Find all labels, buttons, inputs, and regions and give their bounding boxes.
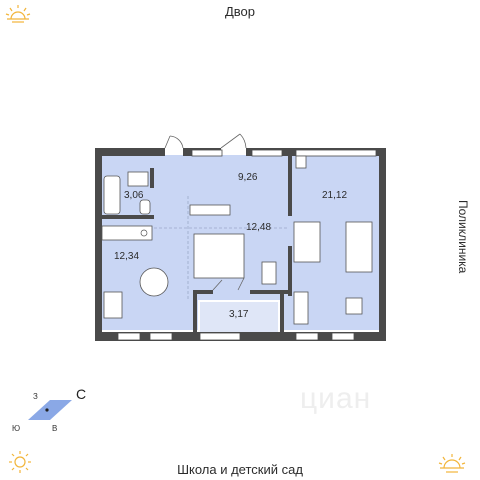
bathtub — [103, 175, 121, 215]
kitchen-counter — [101, 225, 153, 241]
compass-south: Ю — [12, 424, 21, 433]
tv-stand — [261, 261, 277, 285]
compass-east: В — [52, 424, 58, 433]
bed — [345, 221, 373, 273]
room-area-corridor: 9,26 — [238, 172, 258, 183]
room-area-kitchen: 12,34 — [114, 251, 140, 262]
surrounding-bottom: Школа и детский сад — [177, 462, 303, 477]
chair — [345, 297, 363, 315]
dining-table — [139, 267, 169, 297]
compass-icon — [28, 400, 72, 420]
desk — [293, 291, 309, 325]
room-area-bathroom: 3,06 — [124, 190, 144, 201]
compass-west: З — [33, 392, 38, 401]
surrounding-right: Поликлиника — [456, 200, 470, 274]
wardrobe — [189, 204, 231, 216]
armchair — [103, 291, 123, 319]
sofa — [193, 233, 245, 279]
compass-north: С — [76, 386, 87, 402]
door-swing — [164, 133, 247, 291]
watermark: циан — [300, 382, 372, 415]
room-area-bedroom: 21,12 — [322, 190, 348, 201]
surrounding-top: Двор — [224, 4, 256, 19]
toilet — [139, 199, 151, 215]
washing-machine — [127, 171, 149, 187]
sun-icon — [9, 451, 31, 473]
room-area-balcony: 3,17 — [229, 309, 249, 320]
balcony-floor — [200, 302, 278, 332]
room-area-living: 12,48 — [246, 222, 272, 233]
bed — [293, 221, 321, 263]
zone-lines — [154, 196, 288, 300]
sun-icon — [438, 454, 466, 473]
stove-burner — [140, 229, 148, 237]
wardrobe-bedroom — [295, 155, 307, 169]
sun-icon — [5, 5, 31, 23]
windows — [117, 149, 377, 341]
